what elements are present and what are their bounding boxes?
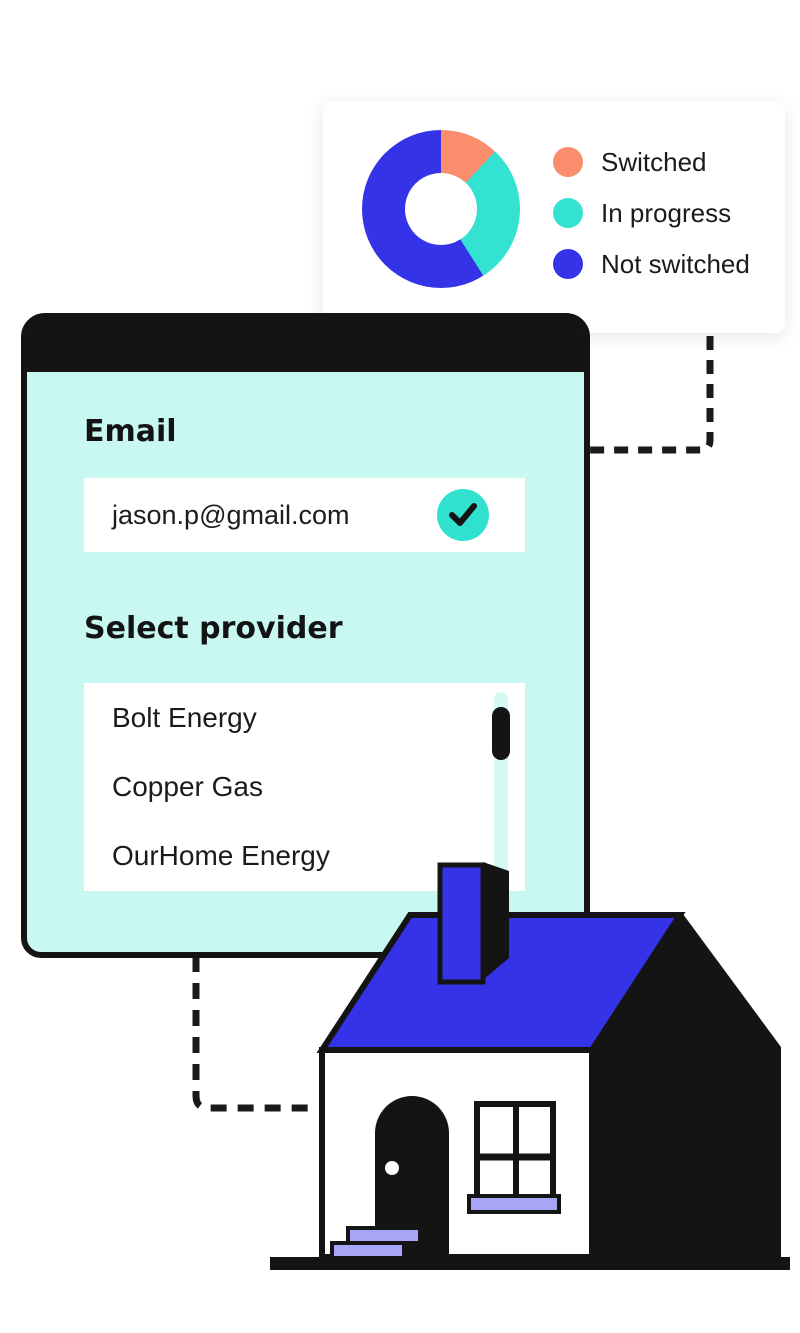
legend-dot	[553, 248, 583, 279]
donut-chart	[362, 130, 520, 288]
legend-dot	[553, 197, 583, 228]
legend-label: In progress	[601, 197, 732, 228]
check-icon	[449, 503, 477, 526]
legend-dot	[553, 146, 583, 177]
legend-item: In progress	[553, 187, 750, 238]
signup-form-card: Email jason.p@gmail.com Select provider …	[21, 313, 590, 958]
connector-form-to-house	[192, 956, 318, 1112]
email-input[interactable]: jason.p@gmail.com	[84, 478, 525, 552]
scrollbar-track[interactable]	[492, 692, 510, 888]
house-window-sill	[467, 1194, 561, 1214]
connector-chart-to-form	[588, 336, 714, 454]
form-header-bar	[27, 319, 584, 372]
house-step-lower	[330, 1241, 406, 1260]
provider-listbox: Bolt Energy Copper Gas OurHome Energy	[84, 683, 525, 891]
house-front-wall	[319, 1047, 595, 1260]
chart-legend: Switched In progress Not switched	[553, 136, 750, 289]
house-door-knob	[385, 1161, 399, 1175]
legend-label: Not switched	[601, 248, 750, 279]
house-door	[375, 1096, 449, 1257]
email-valid-badge	[437, 489, 489, 541]
legend-item: Not switched	[553, 238, 750, 289]
legend-label: Switched	[601, 146, 707, 177]
email-value: jason.p@gmail.com	[112, 499, 350, 530]
house-step-upper	[346, 1226, 422, 1245]
donut-hole	[405, 173, 477, 245]
scrollbar-thumb[interactable]	[492, 707, 510, 760]
email-label: Email	[84, 414, 177, 449]
legend-item: Switched	[553, 136, 750, 187]
chart-card: Switched In progress Not switched	[323, 101, 785, 333]
house-side-wall	[589, 912, 781, 1260]
provider-option-ourhome-energy[interactable]: OurHome Energy	[112, 839, 330, 871]
house-window	[474, 1101, 556, 1200]
provider-option-copper-gas[interactable]: Copper Gas	[112, 770, 263, 802]
select-provider-label: Select provider	[84, 611, 343, 646]
provider-option-bolt-energy[interactable]: Bolt Energy	[112, 701, 257, 733]
house-ground	[270, 1257, 790, 1270]
